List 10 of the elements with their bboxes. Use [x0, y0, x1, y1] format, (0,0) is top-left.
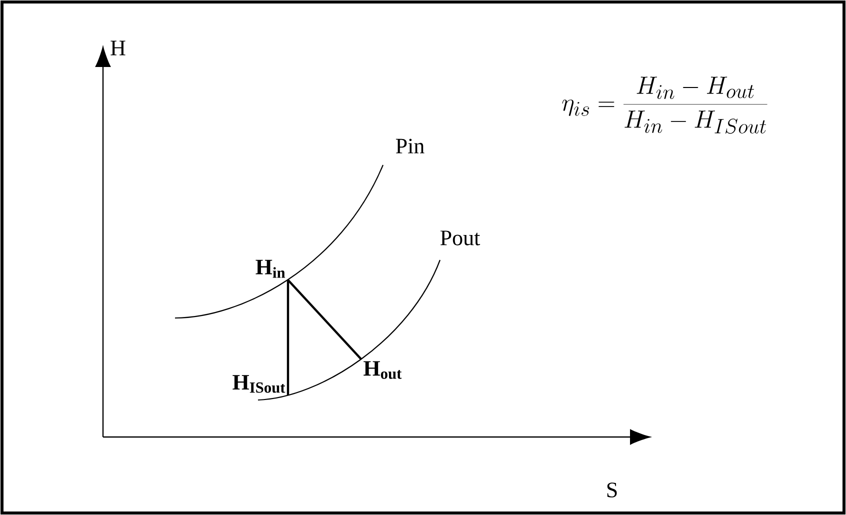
line	[286, 280, 290, 395]
axis-label: S	[607, 482, 617, 498]
curve-label: Pout	[440, 230, 480, 246]
point-label: H$_{in}$	[256, 260, 286, 278]
point-label: H$_{out}$	[364, 361, 402, 379]
efficiency-formula: $\eta_{is} = \frac{H_{in} - H_{out}}{H_{in} - H_{ISout}}$	[562, 76, 768, 134]
curve-label: Pin	[396, 138, 424, 154]
axis-label: H	[110, 40, 126, 56]
point-label: H$_{ISout}$	[232, 375, 286, 393]
line	[287, 279, 362, 360]
